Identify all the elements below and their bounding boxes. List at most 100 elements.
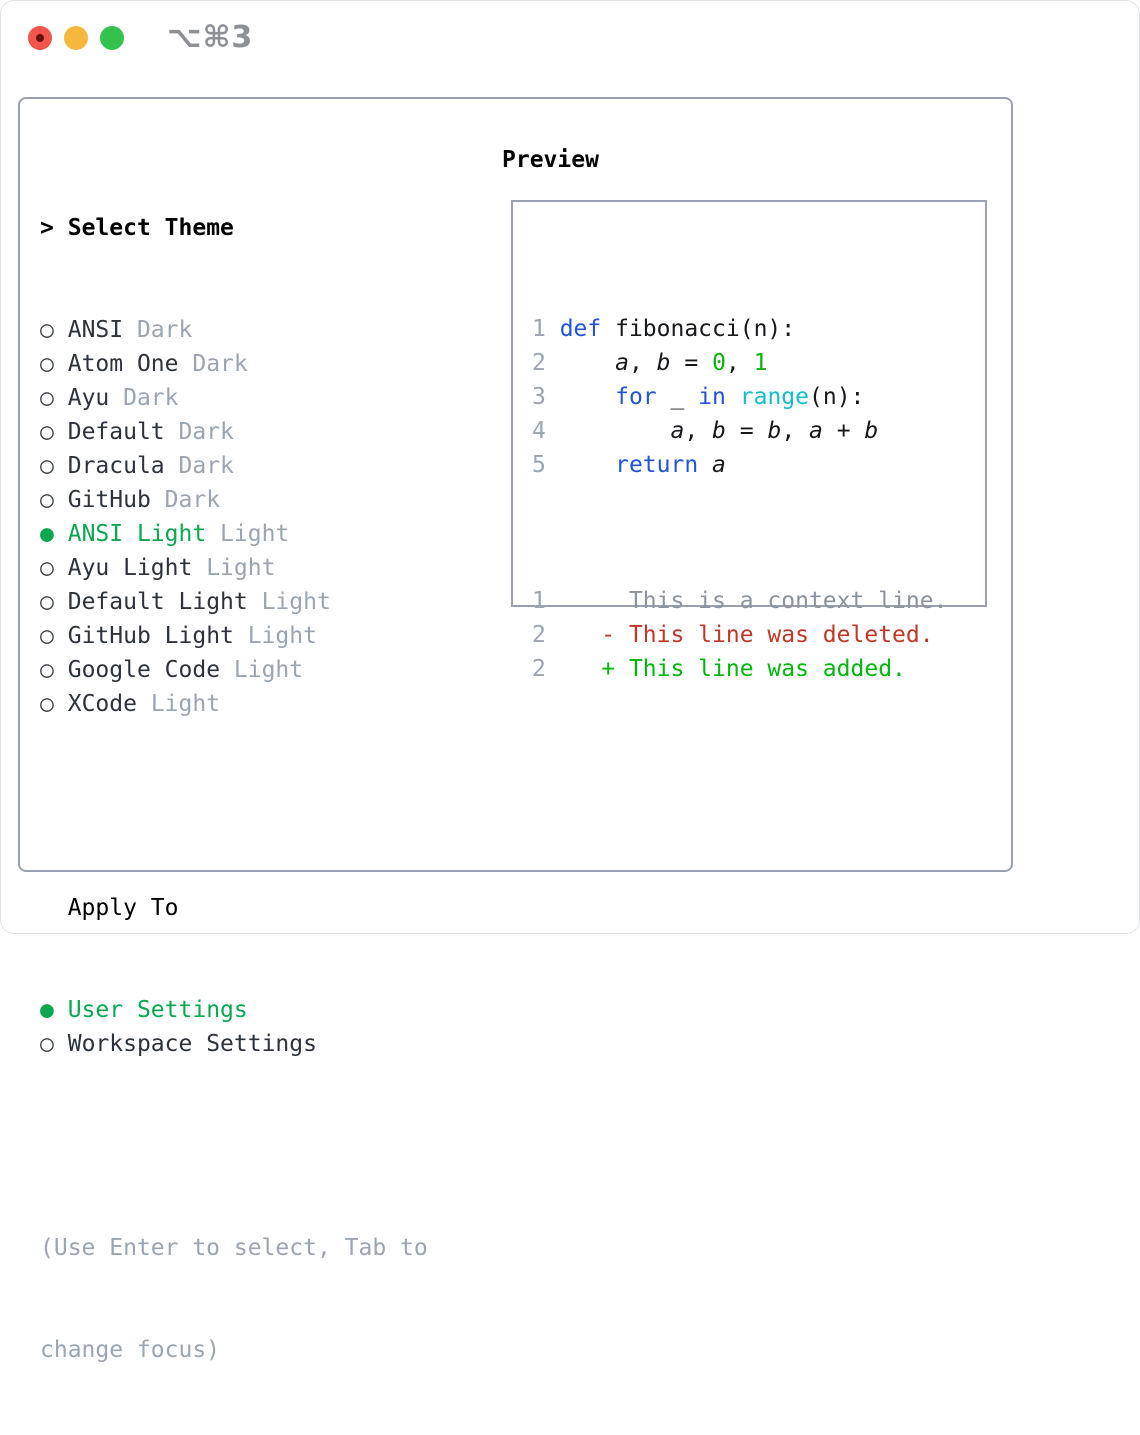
theme-option-github[interactable]: ○ GitHub Dark [40, 483, 428, 517]
code-segment: range [739, 384, 809, 410]
code-segment: a [615, 350, 629, 376]
radio-icon: ○ [40, 487, 54, 513]
code-segment: return [615, 452, 699, 478]
option-label: User Settings [67, 997, 248, 1023]
option-variant-label: Dark [164, 419, 234, 445]
apply-option-workspace-settings[interactable]: ○ Workspace Settings [40, 1027, 428, 1061]
option-label: GitHub [67, 487, 151, 513]
select-theme-title: Select Theme [67, 215, 234, 241]
theme-option-ansi-light[interactable]: ● ANSI Light Light [40, 517, 428, 551]
code-line: 3 for _ in range(n): [532, 380, 947, 414]
theme-option-default-light[interactable]: ○ Default Light Light [40, 585, 428, 619]
radio-icon: ● [40, 997, 54, 1023]
option-label: GitHub Light [67, 623, 234, 649]
code-segment: b [767, 418, 782, 444]
code-segment: , [781, 418, 810, 444]
code-segment [698, 452, 712, 478]
code-segment: a [712, 452, 726, 478]
code-segment: + This line was added. [559, 656, 906, 682]
code-segment: , [725, 350, 754, 376]
option-variant-label: Light [206, 521, 290, 547]
code-segment: b [864, 418, 879, 444]
theme-option-ayu-light[interactable]: ○ Ayu Light Light [40, 551, 428, 585]
code-line: 2 + This line was added. [532, 652, 947, 686]
line-number: 3 [532, 384, 546, 410]
line-number: 2 [532, 656, 546, 682]
radio-icon: ○ [40, 419, 54, 445]
code-segment: for [615, 384, 657, 410]
code-segment: b [712, 418, 726, 444]
code-segment: = [670, 350, 713, 376]
option-label: Atom One [67, 351, 179, 377]
theme-option-dracula[interactable]: ○ Dracula Dark [40, 449, 428, 483]
option-variant-label: Light [136, 691, 221, 717]
code-segment: = [725, 418, 768, 444]
spacer [40, 1129, 428, 1163]
diff-sample: 1 This is a context line.2 - This line w… [532, 584, 947, 686]
code-segment [560, 384, 615, 410]
code-segment [560, 418, 671, 444]
option-label: Workspace Settings [67, 1031, 317, 1057]
theme-option-atom-one[interactable]: ○ Atom One Dark [40, 347, 428, 381]
theme-option-github-light[interactable]: ○ GitHub Light Light [40, 619, 428, 653]
option-variant-label: Dark [123, 317, 193, 343]
code-line: 2 - This line was deleted. [532, 618, 947, 652]
code-segment [560, 350, 615, 376]
theme-option-ayu[interactable]: ○ Ayu Dark [40, 381, 428, 415]
code-line: 2 a, b = 0, 1 [532, 346, 947, 380]
theme-option-xcode[interactable]: ○ XCode Light [40, 687, 428, 721]
option-label: Ayu Light [67, 555, 193, 581]
main-panel: > Select Theme ○ ANSI Dark○ Atom One Dar… [18, 97, 1013, 1363]
radio-icon: ○ [40, 385, 54, 411]
radio-icon: ○ [40, 317, 54, 343]
code-segment [726, 384, 740, 410]
apply-option-user-settings[interactable]: ● User Settings [40, 993, 428, 1027]
code-segment: + [822, 418, 865, 444]
radio-icon: ○ [40, 657, 54, 683]
option-variant-label: Dark [150, 487, 221, 513]
app-window: ⌥⌘3 > Select Theme ○ ANSI Dark○ Atom One… [18, 20, 1013, 1363]
code-segment: - This line was deleted. [559, 622, 934, 648]
option-label: Default Light [67, 589, 248, 615]
option-variant-label: Light [192, 555, 276, 581]
theme-option-default[interactable]: ○ Default Dark [40, 415, 428, 449]
theme-option-google-code[interactable]: ○ Google Code Light [40, 653, 428, 687]
radio-icon: ○ [40, 623, 54, 649]
theme-option-ansi[interactable]: ○ ANSI Dark [40, 313, 428, 347]
code-segment: in [698, 384, 726, 410]
minimize-button[interactable] [64, 26, 88, 50]
window-shortcut-label: ⌥⌘3 [167, 20, 254, 55]
code-segment: def [559, 316, 602, 342]
code-segment: , [628, 350, 657, 376]
code-line: 1 This is a context line. [532, 584, 947, 618]
option-label: ANSI Light [67, 521, 207, 547]
radio-icon: ● [40, 521, 54, 547]
code-line: 4 a, b = b, a + b [532, 414, 947, 448]
theme-selector: > Select Theme ○ ANSI Dark○ Atom One Dar… [40, 143, 428, 1435]
radio-icon: ○ [40, 555, 54, 581]
preview-title: Preview [502, 147, 599, 173]
code-segment [560, 452, 615, 478]
radio-icon: ○ [40, 453, 54, 479]
zoom-button[interactable] [100, 26, 124, 50]
option-variant-label: Light [233, 623, 317, 649]
code-segment: b [656, 350, 671, 376]
code-segment: a [670, 418, 685, 444]
code-segment: 0 [712, 350, 726, 376]
option-variant-label: Light [247, 589, 331, 615]
code-line: 5 return a [532, 448, 947, 482]
close-button[interactable] [28, 26, 52, 50]
radio-icon: ○ [40, 589, 54, 615]
radio-icon: ○ [40, 691, 54, 717]
option-label: ANSI [67, 317, 124, 343]
option-label: XCode [67, 691, 137, 717]
code-segment: , [684, 418, 713, 444]
cursor-icon: > [40, 215, 54, 241]
option-label: Google Code [67, 657, 221, 683]
select-theme-header: > Select Theme [40, 211, 428, 245]
line-number: 2 [532, 350, 546, 376]
theme-list: ○ ANSI Dark○ Atom One Dark○ Ayu Dark○ De… [40, 313, 428, 721]
